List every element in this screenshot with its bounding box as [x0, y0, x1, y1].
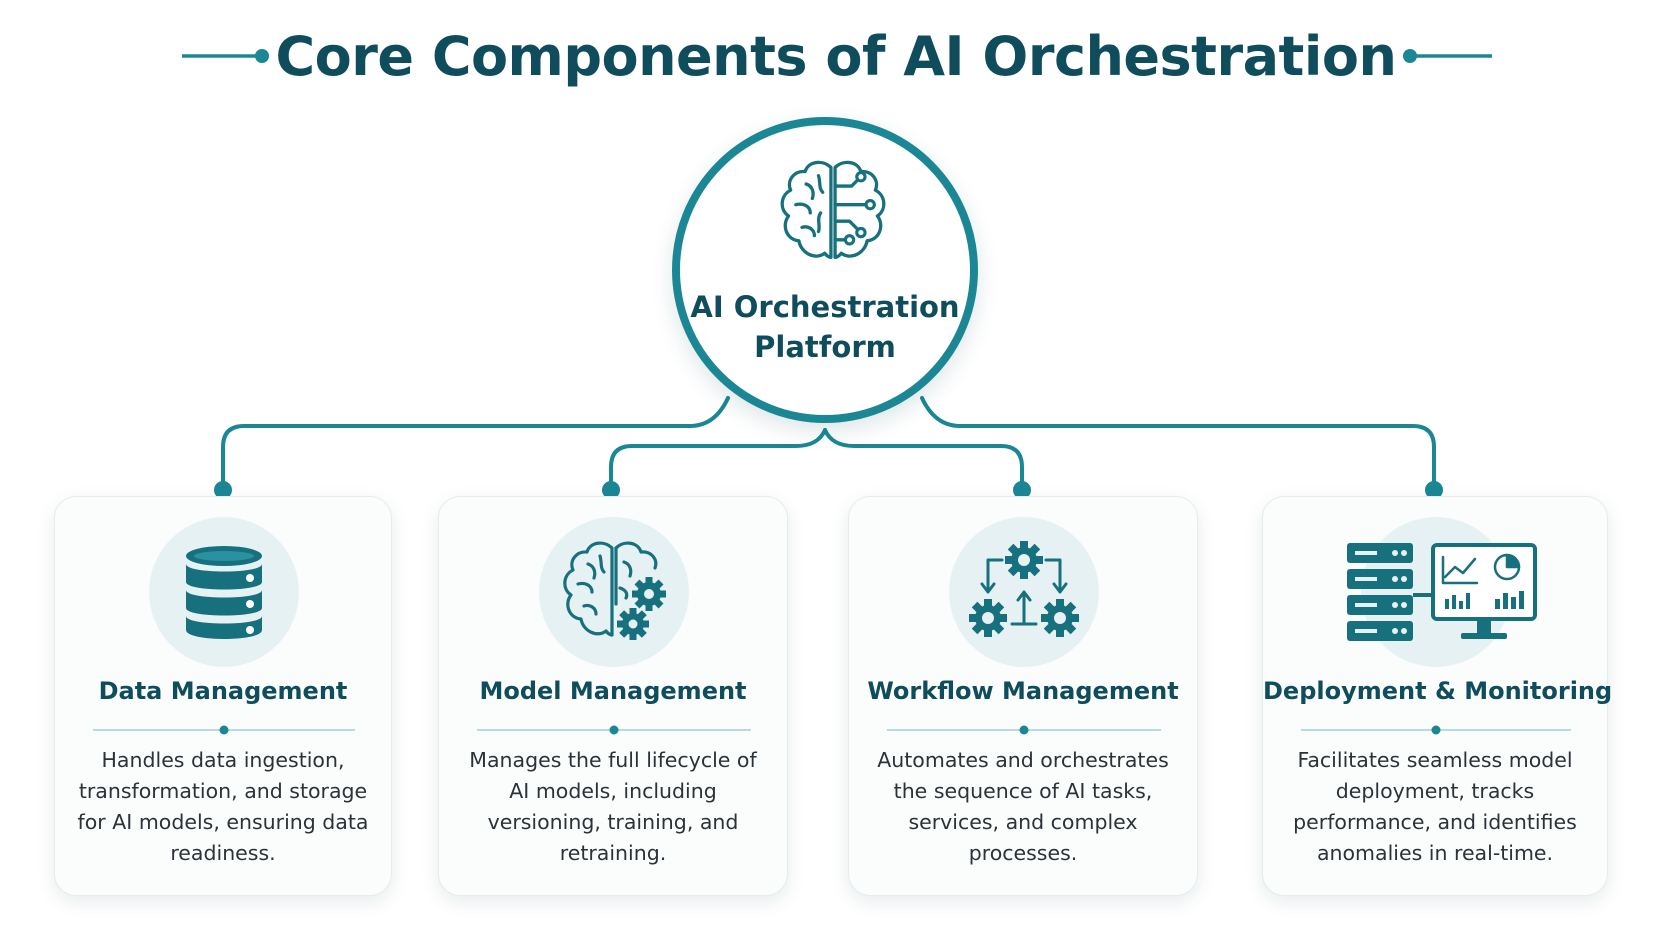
connector-dot-data-management [214, 481, 232, 499]
page-title: Core Components of AI Orchestration [275, 25, 1397, 88]
server-monitor-icon [1347, 543, 1537, 641]
component-card-model-management: Model Management Manages the full lifecy… [438, 496, 788, 896]
hub-label-line2: Platform [754, 330, 896, 364]
component-title: Data Management [98, 677, 348, 705]
icon-badge [149, 517, 299, 667]
connector-dot-model-management [602, 481, 620, 499]
component-title: Model Management [479, 677, 747, 705]
hub-label: AI Orchestration Platform [690, 287, 960, 367]
component-card-workflow-management: Workflow Management Automates and orches… [848, 496, 1198, 896]
component-description: Facilitates seamless model deployment, t… [1293, 748, 1577, 865]
icon-badge [539, 517, 689, 667]
card-divider [1301, 725, 1571, 735]
connector-dot-deployment-monitoring [1425, 481, 1443, 499]
connector-data-management [221, 396, 730, 492]
component-description: Handles data ingestion, transformation, … [77, 748, 369, 865]
orchestration-platform-hub: AI Orchestration Platform [672, 117, 978, 423]
icon-badge [949, 517, 1099, 667]
connector-model-management [609, 428, 827, 492]
workflow-gears-icon [969, 541, 1079, 637]
card-divider [93, 725, 355, 735]
title-decoration-right [1403, 49, 1492, 63]
database-icon [186, 546, 262, 639]
component-card-data-management: Data Management Handles data ingestion, … [54, 496, 392, 896]
title-decoration-left [182, 49, 269, 63]
component-title: Workflow Management [867, 677, 1179, 705]
connector-deployment-monitoring [920, 396, 1436, 492]
hub-label-line1: AI Orchestration [690, 290, 960, 324]
connector-workflow-management [823, 428, 1024, 492]
component-title: Deployment & Monitoring [1263, 677, 1613, 705]
component-description: Manages the full lifecycle of AI models,… [469, 748, 757, 865]
card-divider [477, 725, 751, 735]
brain-gears-icon [563, 541, 666, 640]
component-description: Automates and orchestrates the sequence … [877, 748, 1169, 865]
connector-dot-workflow-management [1013, 481, 1031, 499]
card-divider [887, 725, 1161, 735]
component-card-deployment-monitoring: Deployment & Monitoring Facilitates seam… [1262, 496, 1613, 896]
brain-circuit-icon [780, 160, 886, 260]
